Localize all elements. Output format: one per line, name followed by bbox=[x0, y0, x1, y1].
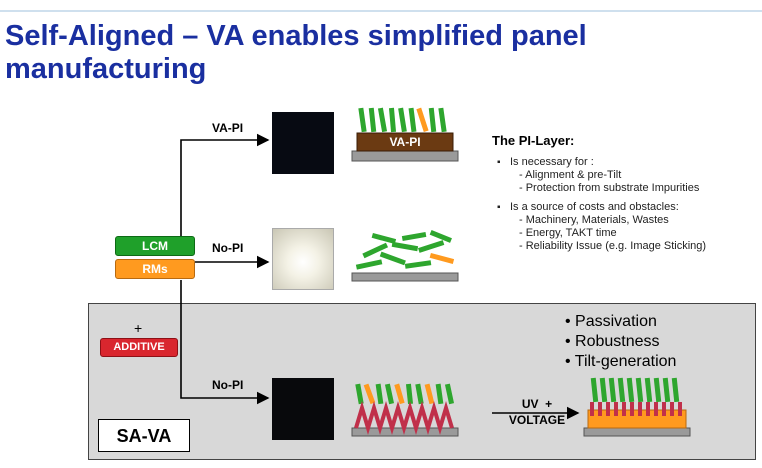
voltage-label: VOLTAGE bbox=[508, 413, 566, 427]
pi-layer-notes: The PI-Layer: Is necessary for : - Align… bbox=[492, 133, 757, 253]
pi-bullet: Is necessary for : bbox=[497, 156, 757, 169]
pi-sub-item: - Machinery, Materials, Wastes bbox=[519, 214, 669, 226]
no-pi-lc-molecules bbox=[355, 230, 455, 270]
pi-sub-item: - Alignment & pre-Tilt bbox=[519, 169, 622, 181]
no-pi-cell-photo bbox=[272, 228, 334, 290]
pi-sub-item: - Reliability Issue (e.g. Image Sticking… bbox=[519, 240, 707, 252]
rms-badge: RMs bbox=[115, 259, 195, 279]
lcm-badge: LCM bbox=[115, 236, 195, 256]
connector-va-pi bbox=[180, 133, 270, 236]
additive-badge: ADDITIVE bbox=[100, 338, 178, 357]
path-label-no-pi-sa-va: No-PI bbox=[212, 378, 244, 392]
sa-va-polymer-before bbox=[354, 401, 454, 435]
uv-voltage-label: UV + VOLTAGE bbox=[497, 396, 577, 428]
pi-sub-item: - Energy, TAKT time bbox=[519, 227, 617, 239]
property-item: • Passivation bbox=[565, 313, 657, 330]
pi-layer-heading: The PI-Layer: bbox=[492, 133, 575, 148]
sa-va-cell-before bbox=[351, 383, 459, 437]
sa-va-cell-photo bbox=[272, 378, 334, 440]
path-label-va-pi: VA-PI bbox=[212, 121, 244, 135]
sa-va-label: SA-VA bbox=[98, 419, 190, 452]
va-pi-cell-photo bbox=[272, 112, 334, 174]
slide-title: Self-Aligned – VA enables simplified pan… bbox=[5, 20, 587, 85]
plus-sign: + bbox=[134, 320, 143, 336]
property-item: • Robustness bbox=[565, 333, 660, 350]
pi-sub-item: - Protection from substrate Impurities bbox=[519, 182, 700, 194]
sa-va-molecules-before bbox=[355, 383, 455, 405]
va-pi-lc-molecules bbox=[358, 107, 447, 133]
sa-va-polymer-after bbox=[590, 402, 682, 416]
property-item: • Tilt-generation bbox=[565, 353, 677, 370]
top-rule bbox=[0, 10, 762, 12]
va-pi-layer-label: VA-PI bbox=[389, 135, 421, 149]
path-label-no-pi: No-PI bbox=[212, 241, 244, 255]
va-pi-cell bbox=[351, 107, 459, 162]
connector-sa-va bbox=[180, 280, 270, 405]
pi-bullet: Is a source of costs and obstacles: bbox=[497, 201, 757, 214]
sa-va-properties: • Passivation • Robustness • Tilt-genera… bbox=[565, 312, 676, 372]
uv-label: UV + bbox=[521, 397, 553, 411]
no-pi-cell bbox=[351, 230, 459, 282]
sa-va-cell-after bbox=[583, 377, 691, 437]
sa-va-molecules-after bbox=[590, 377, 680, 403]
